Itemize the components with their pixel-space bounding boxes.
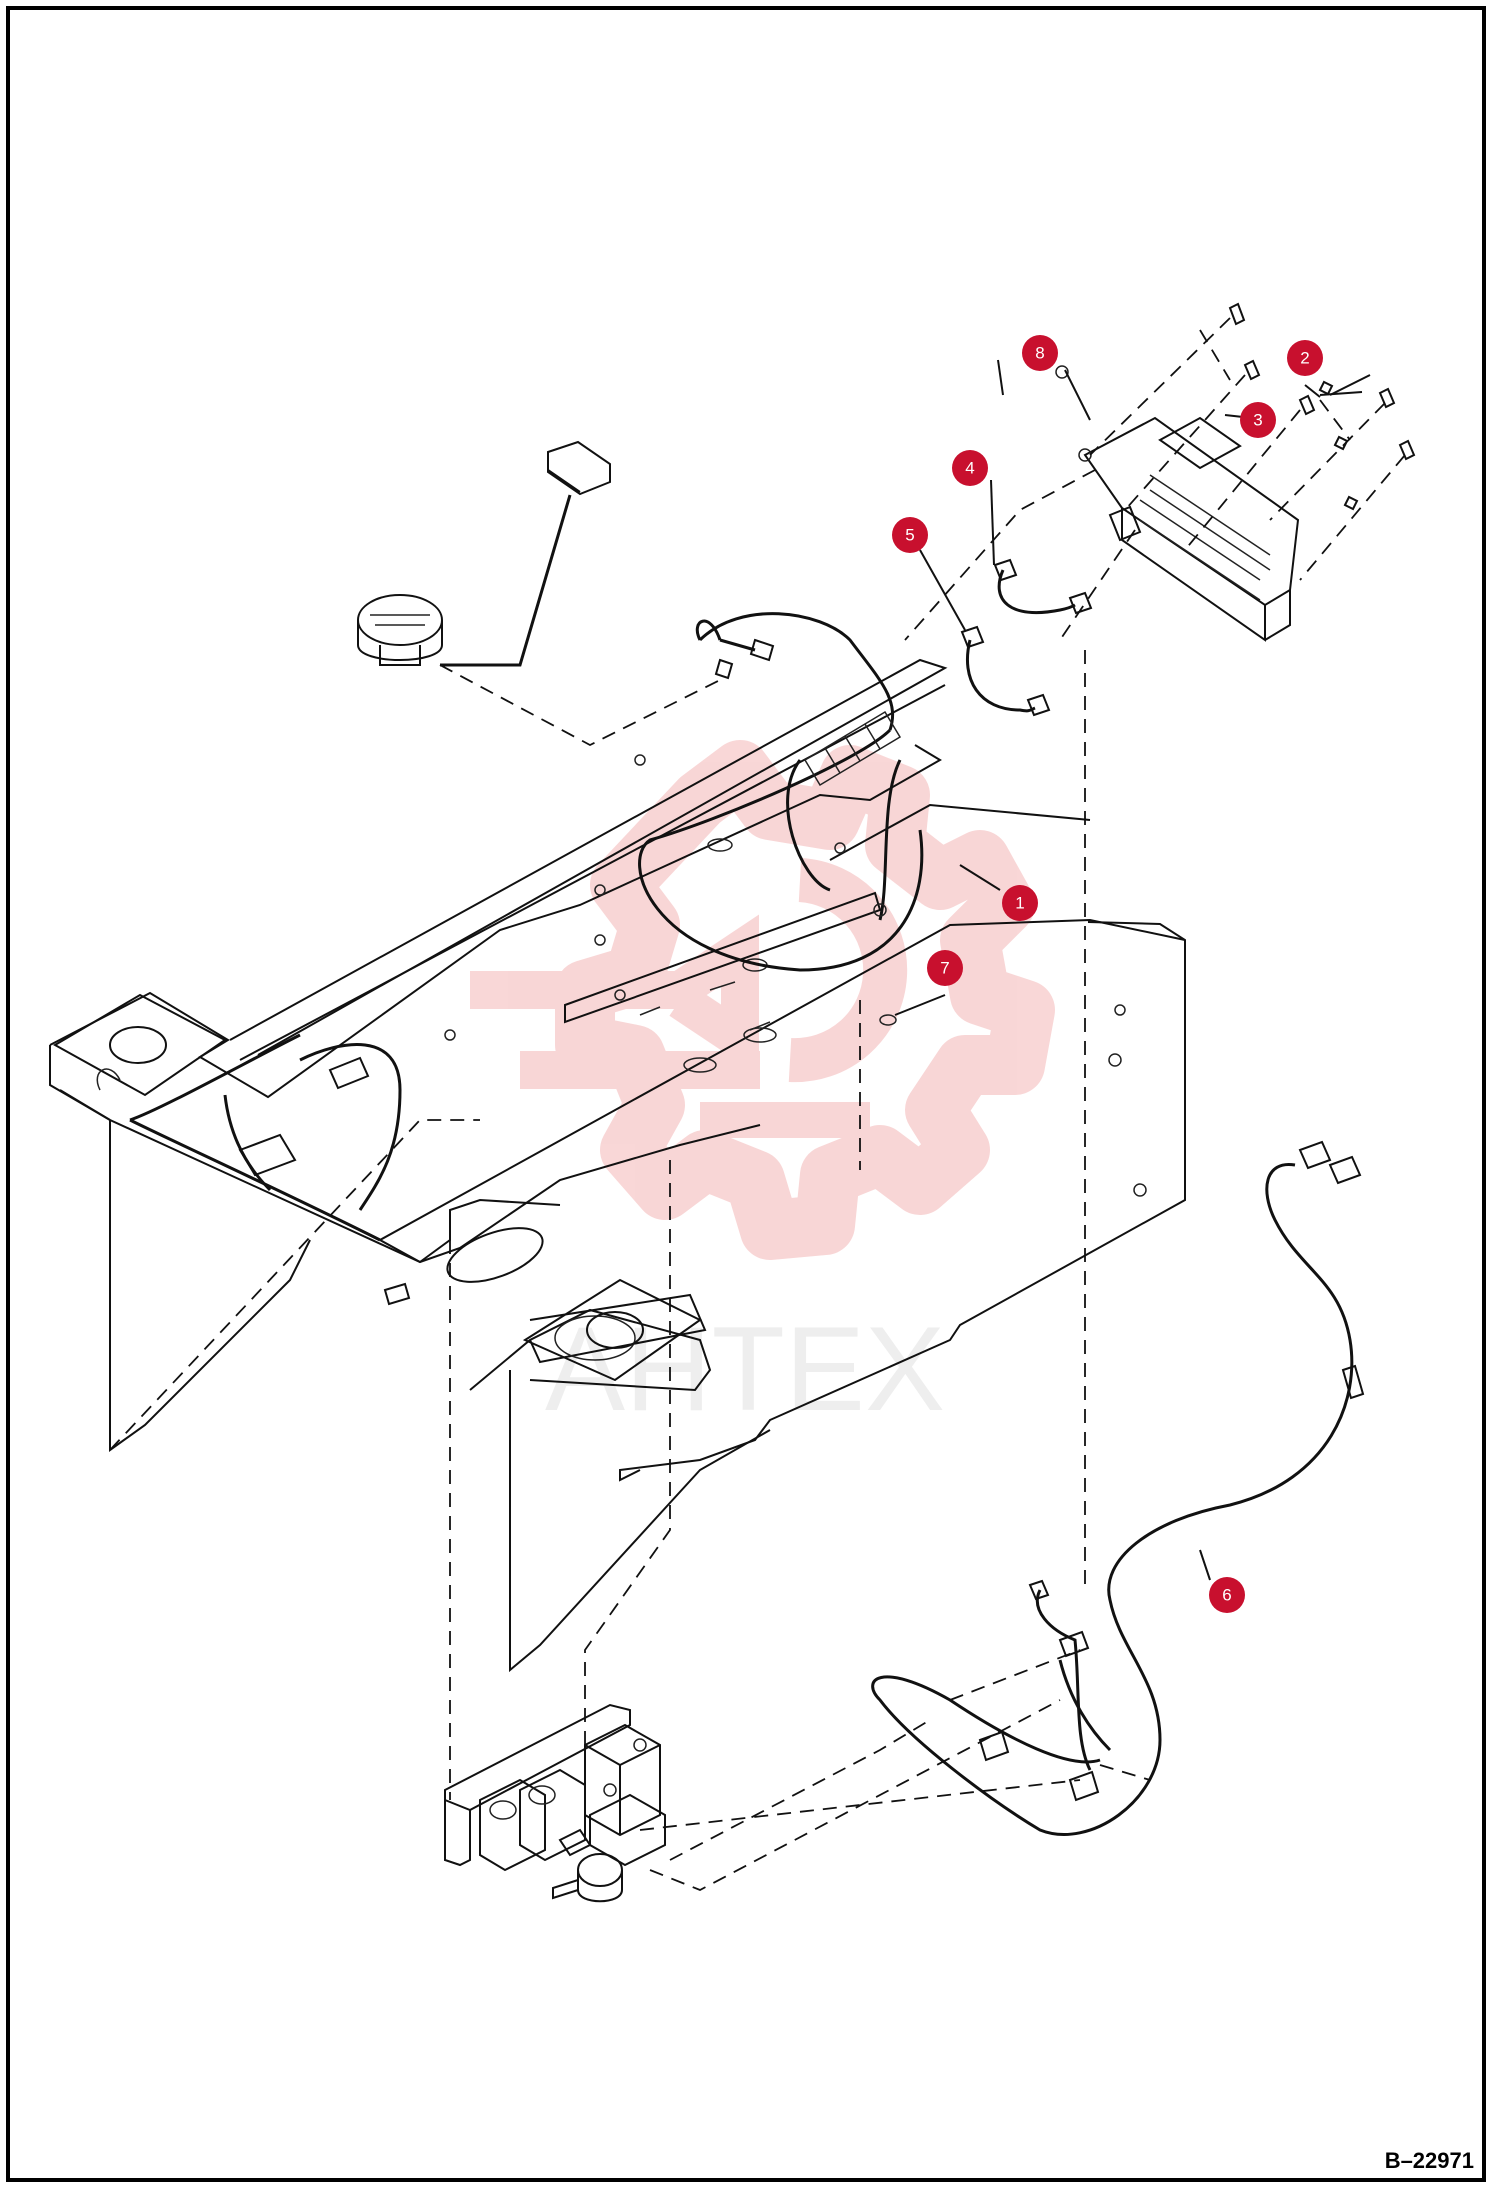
main-wire-harness [96, 612, 924, 1306]
rear-wire-harness [871, 1140, 1365, 1836]
figure-number: B–22971 [1384, 2148, 1474, 2173]
harness-branch-top [695, 619, 775, 680]
callout-3: 3 [1240, 402, 1276, 438]
callout-5-label: 5 [905, 526, 914, 545]
callout-6-label: 6 [1222, 1586, 1231, 1605]
callout-2: 2 [1287, 340, 1323, 376]
controller-box [1078, 416, 1300, 642]
callout-4: 4 [952, 450, 988, 486]
mounting-hardware [1055, 302, 1416, 511]
callout-5: 5 [892, 517, 928, 553]
callout-8-label: 8 [1035, 344, 1044, 363]
callout-7-label: 7 [940, 959, 949, 978]
drawing-border [6, 6, 1486, 2182]
jumper-wire-4 [993, 558, 1093, 615]
callout-1: 1 [1002, 885, 1038, 921]
callout-1-label: 1 [1015, 894, 1024, 913]
sensor-assembly [357, 440, 611, 667]
callout-3-label: 3 [1253, 411, 1262, 430]
callout-8: 8 [1022, 335, 1058, 371]
callout-7: 7 [927, 950, 963, 986]
callout-2-label: 2 [1300, 349, 1309, 368]
machine-frame [49, 658, 1186, 1673]
watermark-logo: AHTEX [470, 740, 1055, 1436]
watermark-text: AHTEX [545, 1302, 945, 1436]
valve-assembly [444, 1703, 666, 1903]
callout-6: 6 [1209, 1577, 1245, 1613]
washer-item-7 [879, 1014, 897, 1026]
jumper-wire-5 [960, 625, 1051, 717]
assembly-leader-lines [109, 317, 1406, 1891]
callout-4-label: 4 [965, 459, 974, 478]
